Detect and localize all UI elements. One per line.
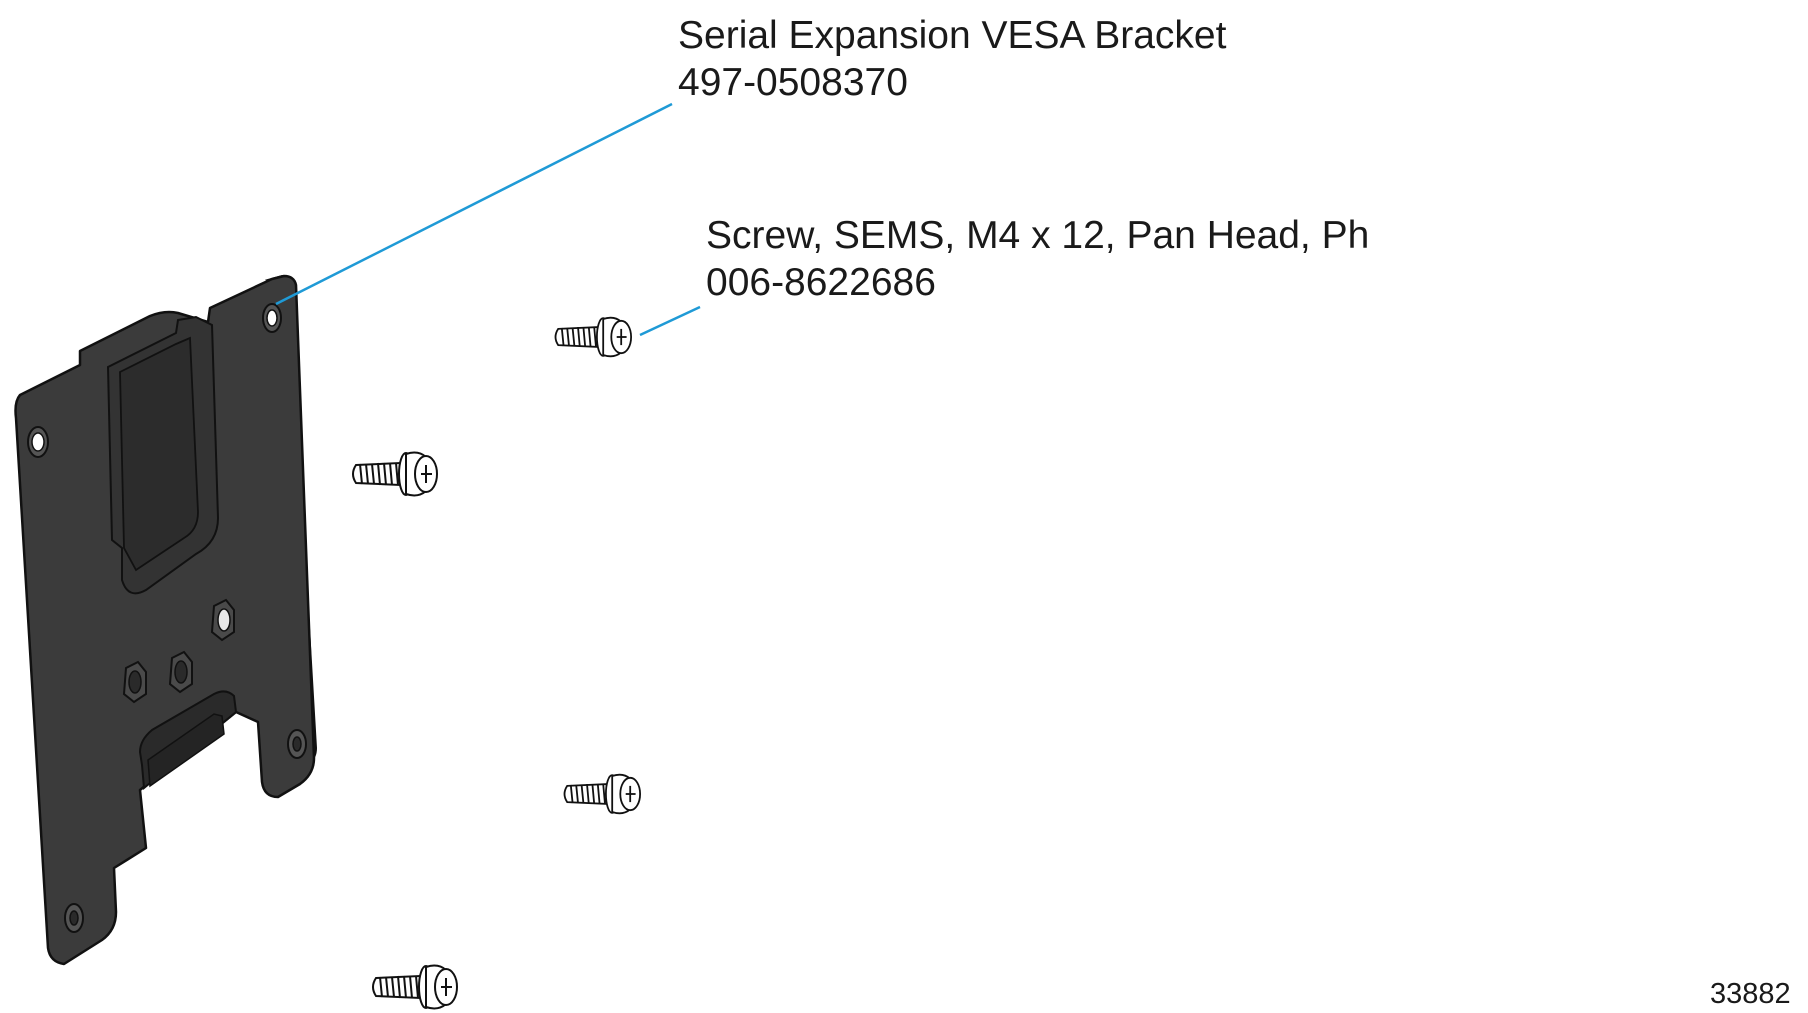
bracket-standoff-right (168, 650, 193, 694)
bracket-part-number: 497-0508370 (678, 61, 908, 104)
vesa-bracket (14, 274, 318, 966)
screw-bottom-left (372, 964, 458, 1010)
bracket-body (14, 274, 316, 966)
bracket-leader-line (275, 102, 673, 306)
screw-callout-label: Screw, SEMS, M4 x 12, Pan Head, Ph 006-8… (706, 212, 1369, 306)
figure-number: 33882 (1710, 978, 1791, 1010)
screw-leader-line (639, 305, 701, 337)
bracket-hole-bottom-right (287, 729, 307, 759)
bracket-upper-channel-inner (119, 336, 199, 572)
screw-name: Screw, SEMS, M4 x 12, Pan Head, Ph (706, 214, 1370, 257)
bracket-name: Serial Expansion VESA Bracket (678, 14, 1227, 57)
screw-top-left (352, 451, 438, 497)
bracket-hole-top-right (262, 303, 282, 333)
screw-part-number: 006-8622686 (706, 261, 936, 304)
bracket-hole-top-left (27, 426, 49, 458)
bracket-callout-label: Serial Expansion VESA Bracket 497-050837… (678, 12, 1226, 106)
bracket-lower-channel-inner (147, 713, 225, 788)
bracket-standoff-upper (210, 598, 235, 642)
bracket-hole-bottom-left (64, 903, 84, 933)
screw-top-right (554, 316, 632, 358)
bracket-standoff-left (122, 660, 147, 704)
screw-bottom-right (563, 773, 641, 815)
